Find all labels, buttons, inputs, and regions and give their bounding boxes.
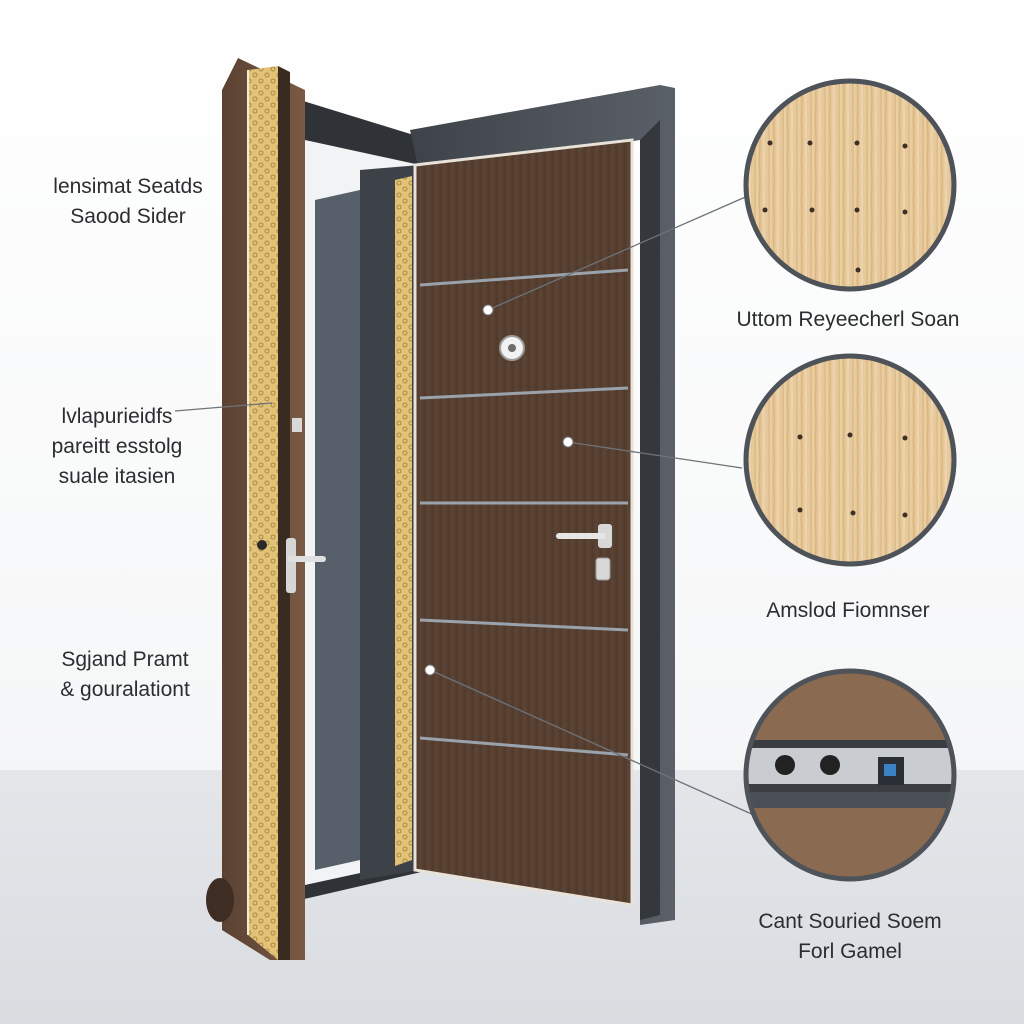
side-handle-icon (286, 538, 326, 593)
label-left-bottom-line-1: Sgjand Pramt (61, 648, 189, 671)
label-left-top-line-1: lensimat Seatds (53, 175, 203, 198)
label-left-bottom-line-2: & gouralationt (60, 678, 190, 701)
label-right-bottom: Cant Souried Soem Forl Gamel (725, 907, 975, 967)
label-left-bottom: Sgjand Pramt & gouralationt (40, 645, 210, 705)
label-right-bottom-line-1: Cant Souried Soem (758, 910, 942, 933)
door-panel (413, 138, 634, 907)
label-left-middle-line-3: suale itasien (58, 465, 176, 488)
label-left-top: lensimat Seatds Saood Sider (38, 172, 218, 232)
label-right-bottom-line-2: Forl Gamel (798, 940, 902, 963)
label-left-middle-line-2: pareitt esstolg (51, 435, 183, 458)
wood-panel-detail (743, 353, 957, 567)
label-left-middle-line-1: lvlapurieidfs (61, 405, 173, 428)
door-leaf-edge (206, 58, 326, 960)
lever-handle-icon (556, 524, 612, 548)
label-right-top-line: Uttom Reyeecherl Soan (736, 308, 960, 331)
lock-cylinder-icon (595, 557, 611, 581)
label-right-middle: Amslod Fiomnser (728, 596, 968, 626)
wood-grain-detail (743, 78, 957, 292)
frame-insulation (395, 176, 412, 866)
label-right-top: Uttom Reyeecherl Soan (718, 305, 978, 335)
label-left-middle: lvlapurieidfs pareitt esstolg suale itas… (22, 402, 212, 492)
label-left-top-line-2: Saood Sider (70, 205, 186, 228)
hinge-profile-detail (743, 668, 957, 882)
leader-lines (174, 194, 766, 821)
label-right-middle-line: Amslod Fiomnser (766, 599, 930, 622)
